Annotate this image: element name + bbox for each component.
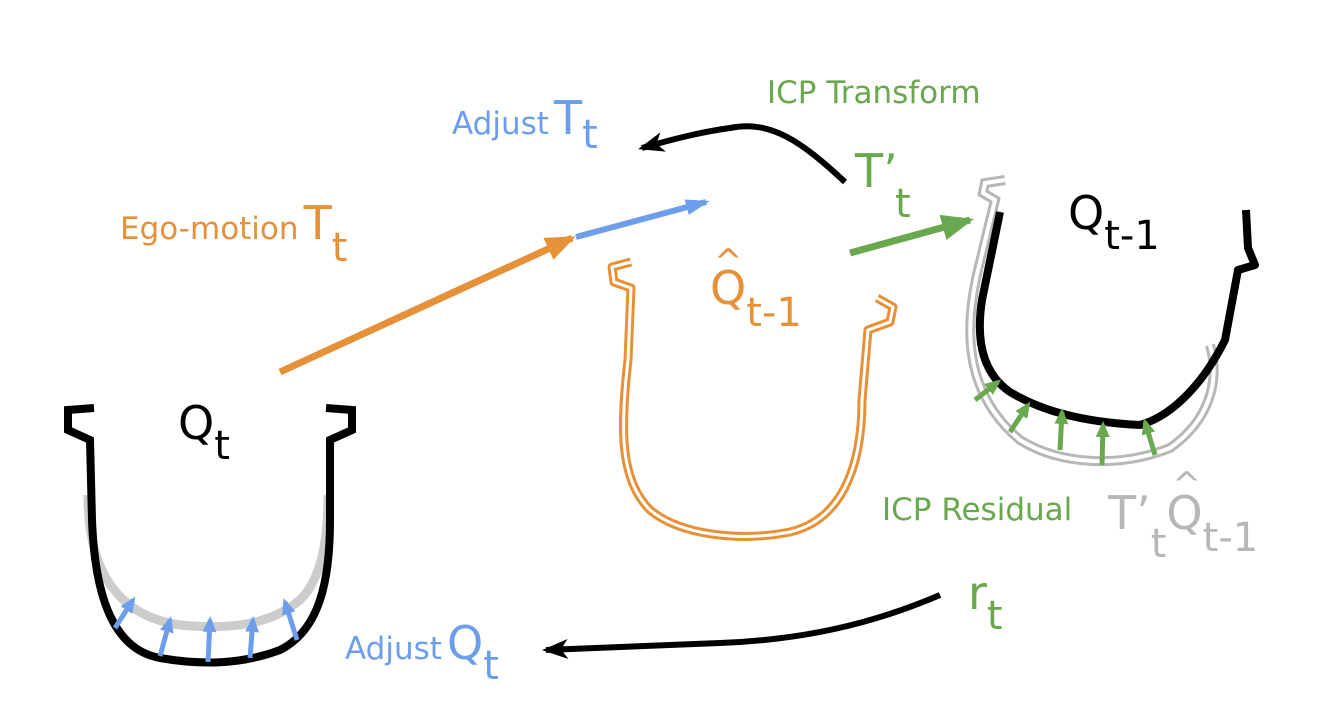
label-q-t: Qt [178, 396, 230, 469]
feedback-t-arrow [638, 123, 848, 185]
q-prev-outline [975, 209, 1259, 429]
label-q-prev: Qt-1 [1068, 186, 1160, 259]
label-q-hat: ^ Qt-1 [710, 242, 802, 336]
q-t-shape [64, 404, 356, 667]
q-t-adjust-arrows [112, 596, 300, 663]
q-t-gray-curve [83, 494, 333, 632]
label-icp-transform: ICP Transform [767, 75, 981, 111]
feedback-q-arrow [542, 592, 942, 659]
q-hat-shape [607, 257, 898, 541]
label-transformed-q: T’t ^ Qt-1 [1108, 465, 1259, 567]
label-icp-residual: ICP Residual [882, 492, 1073, 528]
label-r-t: rt [968, 566, 1003, 639]
label-t-prime: T’ t [855, 144, 911, 227]
icp-transform-arrow [849, 214, 974, 257]
label-ego-motion: Ego-motion Tt [120, 196, 348, 271]
icp-residual-arrows [973, 379, 1158, 466]
label-adjust-q: Adjust Qt [345, 616, 499, 689]
q-prev-shape [965, 175, 1259, 467]
adjust-t-arrow [575, 199, 710, 240]
ego-motion-arrow [278, 234, 576, 376]
label-adjust-t: Adjust Tt [452, 91, 598, 158]
q-t-outline [64, 404, 356, 667]
